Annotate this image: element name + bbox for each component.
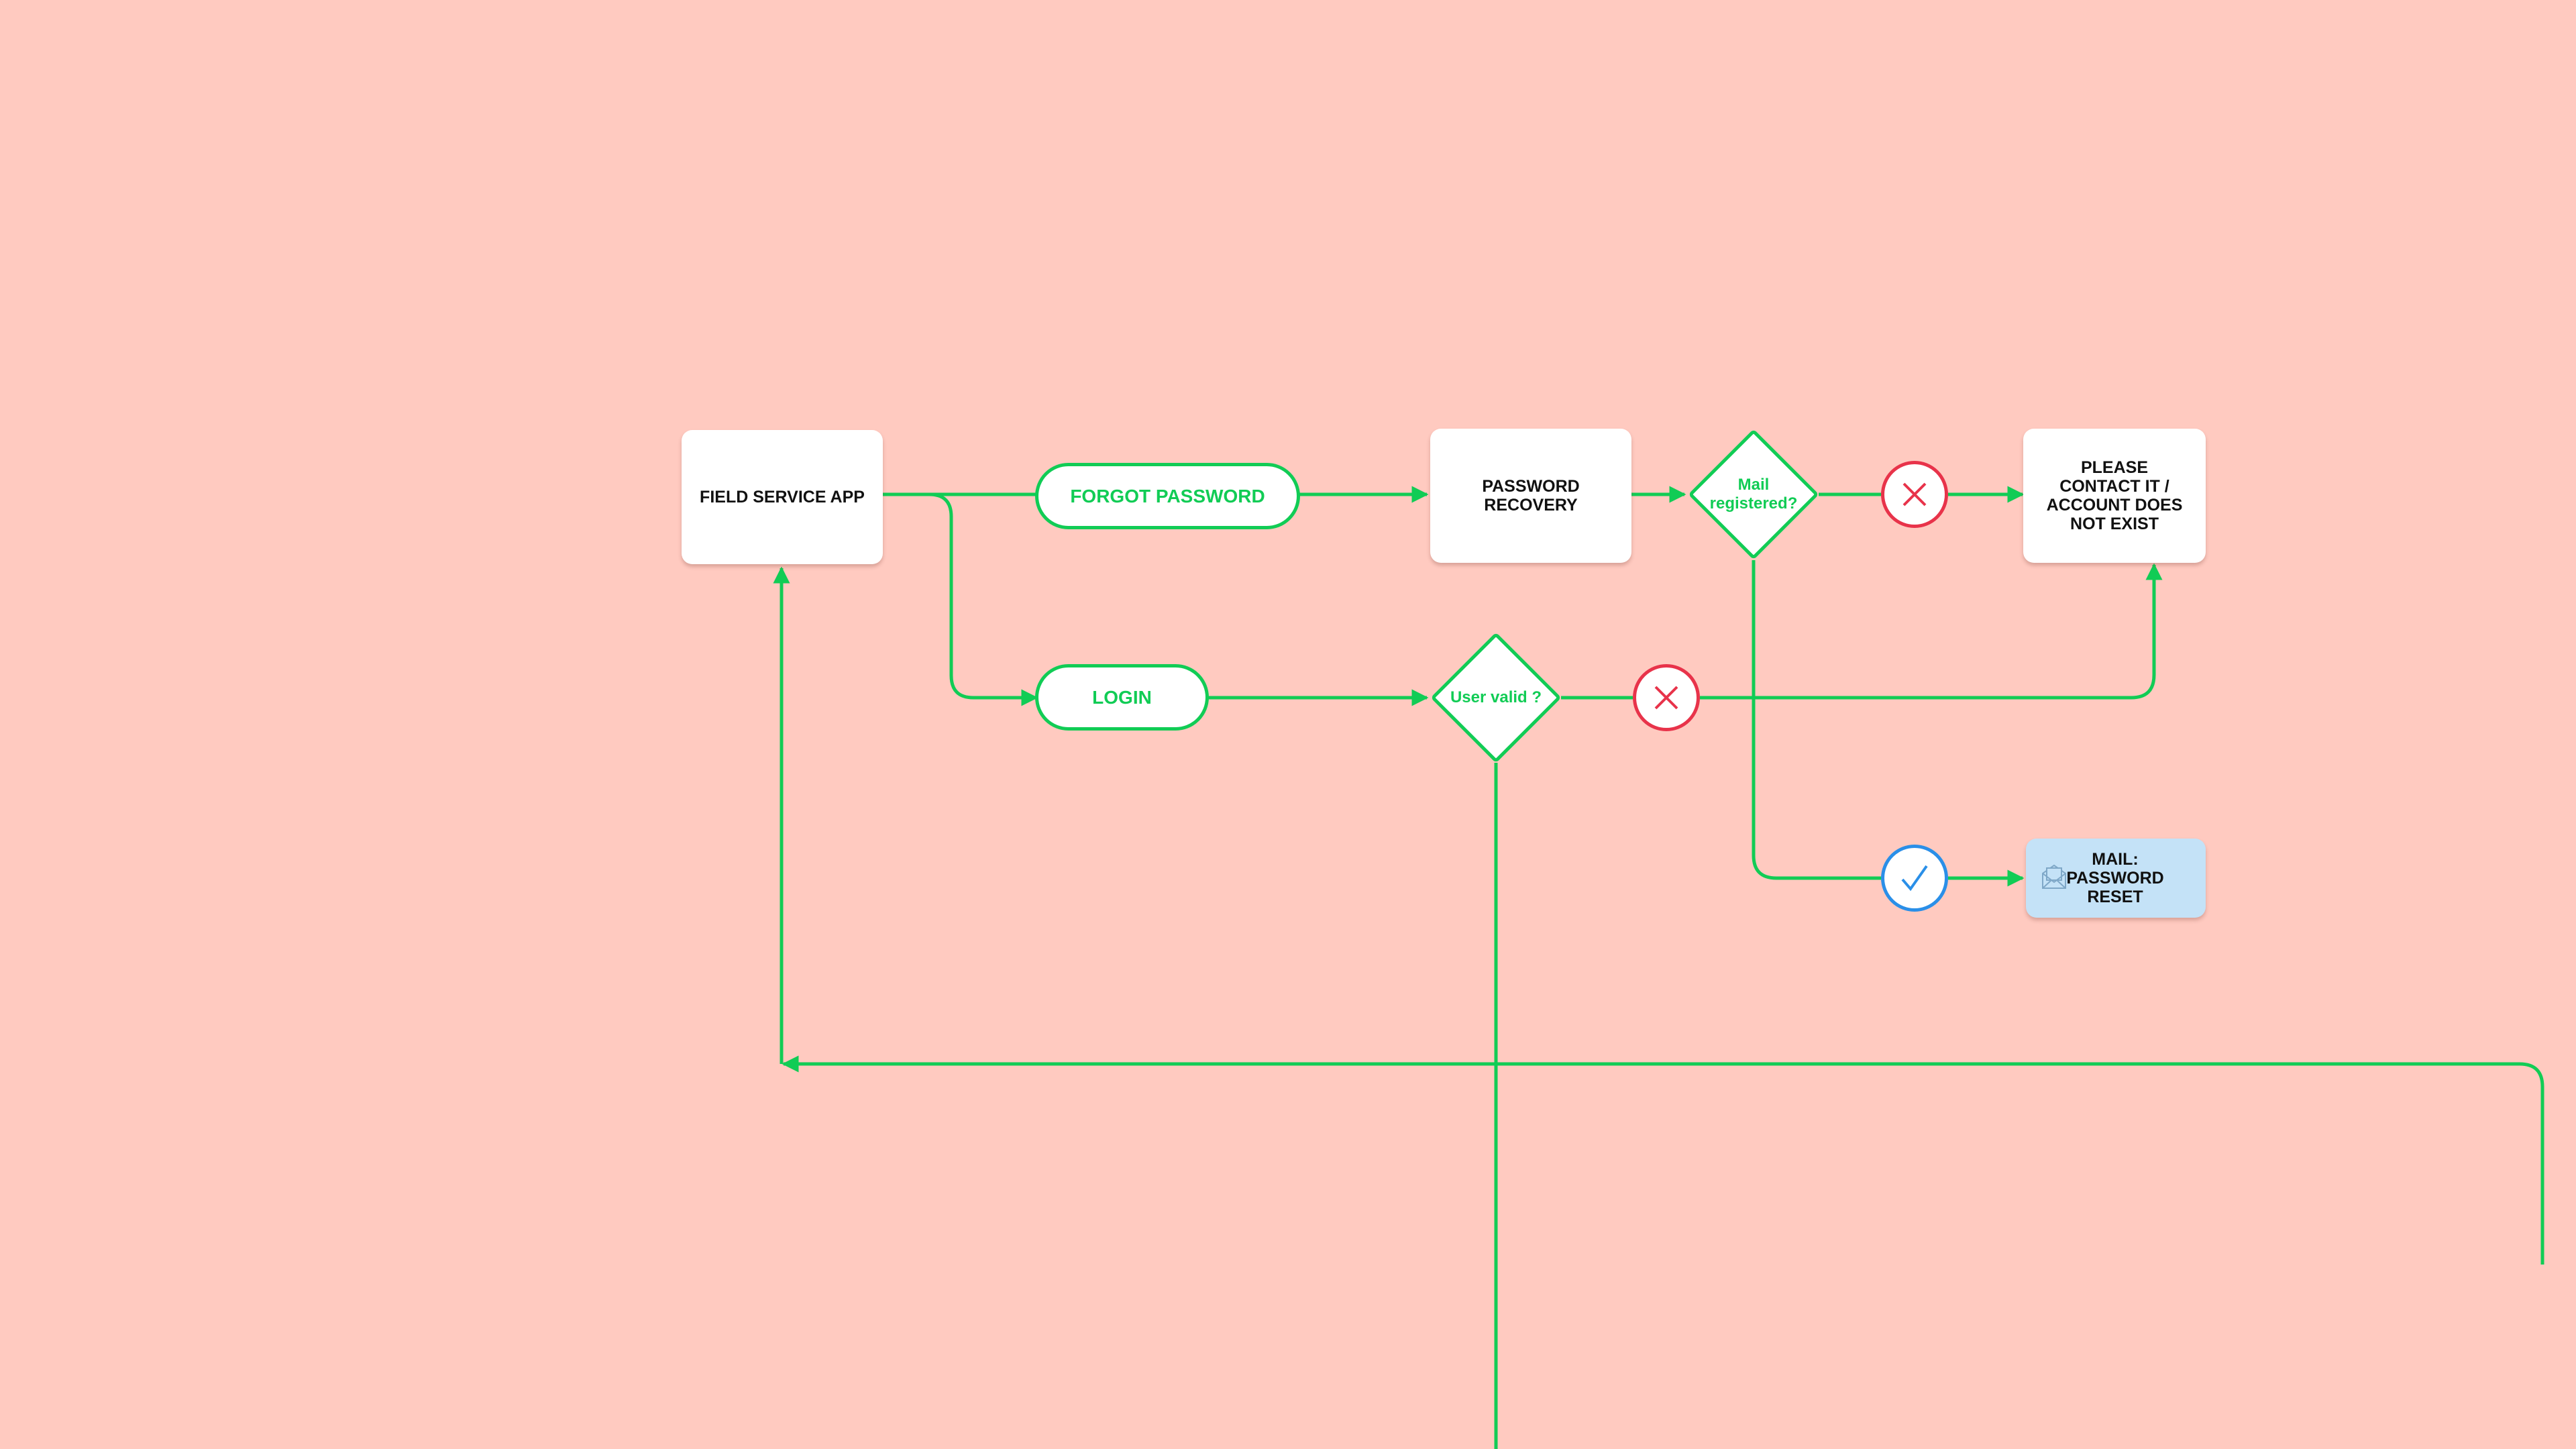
user-valid-label: User valid ? <box>1450 688 1542 707</box>
user-reject-node[interactable] <box>1633 664 1700 731</box>
mail-reject-node[interactable] <box>1881 461 1948 528</box>
mail-registered-decision[interactable]: Mail registered? <box>1686 427 1821 561</box>
close-icon <box>1654 686 1678 710</box>
password-recovery-node[interactable]: PASSWORD RECOVERY <box>1430 429 1631 563</box>
contact-it-node[interactable]: PLEASE CONTACT IT / ACCOUNT DOES NOT EXI… <box>2023 429 2206 563</box>
contact-it-label: PLEASE CONTACT IT / ACCOUNT DOES NOT EXI… <box>2046 458 2183 533</box>
mail-password-reset-label: MAIL: PASSWORD RESET <box>2066 850 2164 906</box>
connector-reject-to-contact-bottom <box>1700 563 2163 700</box>
forgot-password-node[interactable]: FORGOT PASSWORD <box>1035 463 1300 529</box>
connector-mail-check-to-accept <box>1752 560 1881 880</box>
login-label: LOGIN <box>1092 686 1152 708</box>
forgot-password-label: FORGOT PASSWORD <box>1070 485 1265 506</box>
field-service-app-label: FIELD SERVICE APP <box>700 488 865 506</box>
login-node[interactable]: LOGIN <box>1035 664 1209 731</box>
envelope-icon <box>2042 864 2066 889</box>
mail-accept-node[interactable] <box>1881 845 1948 912</box>
mail-registered-label: Mail registered? <box>1709 476 1798 513</box>
checkmark-icon <box>1901 865 1928 892</box>
user-valid-decision[interactable]: User valid ? <box>1429 631 1563 765</box>
connector-return-to-app <box>782 1055 2544 1265</box>
field-service-app-node[interactable]: FIELD SERVICE APP <box>682 430 883 564</box>
mail-password-reset-node[interactable]: MAIL: PASSWORD RESET <box>2026 839 2206 918</box>
connector-app-to-login <box>883 492 1038 706</box>
close-icon <box>1902 482 1927 506</box>
password-recovery-label: PASSWORD RECOVERY <box>1482 477 1580 515</box>
